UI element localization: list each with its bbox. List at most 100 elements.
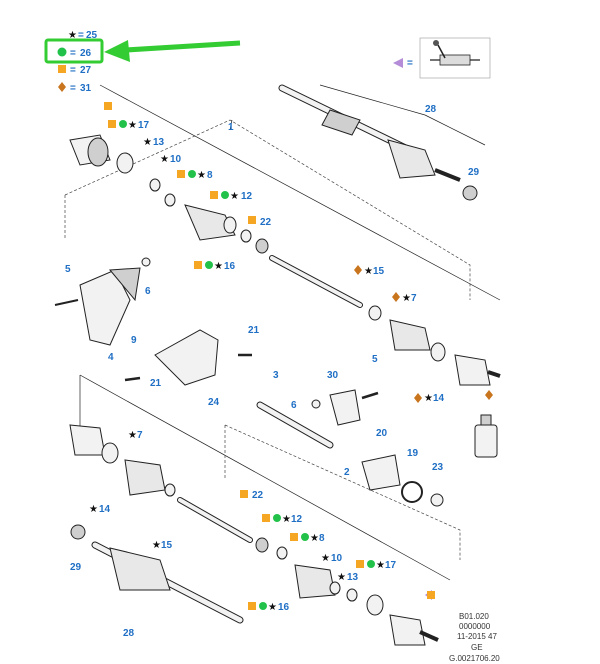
legend-star-25: ★ xyxy=(68,30,77,41)
grease-tube xyxy=(474,424,498,458)
ring-19 xyxy=(401,481,423,503)
label-20: 20 xyxy=(376,428,388,439)
label-5-upper: 5 xyxy=(65,264,71,275)
right-shaft-boot xyxy=(387,139,436,179)
svg-text:★: ★ xyxy=(424,393,433,404)
bearing-16-upper xyxy=(255,238,269,254)
caption-line-2: 0000000 xyxy=(459,622,491,631)
label-19: 19 xyxy=(407,448,419,459)
svg-text:★: ★ xyxy=(282,514,291,525)
nut-6-lower xyxy=(311,399,321,409)
label-8-upper: 8 xyxy=(207,170,213,181)
legend-equals-27: = xyxy=(70,65,76,76)
diamond-icon xyxy=(58,82,66,92)
legend: ★ = 25 = 26 = 27 = 31 xyxy=(44,30,241,94)
middle-parts xyxy=(256,389,498,458)
clamp-12-upper xyxy=(223,216,237,234)
label-10-lower: 10 xyxy=(331,553,343,564)
label-29-upper: 29 xyxy=(468,167,480,178)
clamp-15-upper xyxy=(368,305,382,321)
caption-line-4: GE xyxy=(471,643,483,652)
ring-10-upper xyxy=(164,193,176,207)
label-15-lower: 15 xyxy=(161,540,173,551)
label-10-upper: 10 xyxy=(170,154,182,165)
label-17-lower: 17 xyxy=(385,560,397,571)
grease-diamond-icon xyxy=(485,390,493,400)
legend-value-27: 27 xyxy=(80,65,92,76)
svg-text:★: ★ xyxy=(128,430,137,441)
svg-text:★: ★ xyxy=(310,533,319,544)
legend-value-31: 31 xyxy=(80,83,92,94)
legend-equals-31: = xyxy=(70,83,76,94)
svg-text:★: ★ xyxy=(89,504,98,515)
label-6-lower: 6 xyxy=(291,400,297,411)
label-28-upper: 28 xyxy=(425,104,437,115)
svg-text:★: ★ xyxy=(214,261,223,272)
circlip-13-upper xyxy=(149,178,161,192)
svg-text:★: ★ xyxy=(197,170,206,181)
inner-cv-joint-lower xyxy=(389,614,426,646)
label-21-a: 21 xyxy=(248,325,260,336)
label-23: 23 xyxy=(432,462,444,473)
label-9: 9 xyxy=(131,335,137,346)
boot-7-upper xyxy=(389,319,431,351)
highlight-box xyxy=(44,38,104,64)
svg-text:★: ★ xyxy=(128,120,137,131)
nut-29-lower xyxy=(70,524,86,540)
ring-10-lower xyxy=(329,581,341,595)
bearing-22-lower xyxy=(255,537,269,553)
svg-text:★: ★ xyxy=(337,572,346,583)
legend-equals-25: = xyxy=(78,30,84,41)
label-14-upper: 14 xyxy=(433,393,445,404)
nut-6-upper xyxy=(141,257,151,267)
green-arrowhead-icon xyxy=(104,40,130,62)
svg-text:★: ★ xyxy=(230,191,239,202)
boot-8-upper xyxy=(184,204,236,241)
label-13-upper: 13 xyxy=(153,137,165,148)
svg-text:★: ★ xyxy=(143,137,152,148)
label-28-lower: 28 xyxy=(123,628,135,639)
label-29-lower: 29 xyxy=(70,562,82,573)
svg-text:★: ★ xyxy=(364,266,373,277)
clamp-14-upper xyxy=(430,342,446,362)
clamp-15-lower xyxy=(164,483,176,497)
label-8-lower: 8 xyxy=(319,533,325,544)
upper-assembly xyxy=(64,84,501,386)
label-12-upper: 12 xyxy=(241,191,253,202)
boot-8-lower xyxy=(294,564,336,599)
diagram-caption: B01.020 0000000 11-2015 47 GE G.0021706.… xyxy=(449,612,500,663)
ring-22-upper xyxy=(240,229,252,243)
legend-value-26: 26 xyxy=(80,48,92,59)
svg-text:★: ★ xyxy=(376,560,385,571)
label-7-upper: 7 xyxy=(411,293,417,304)
label-12-lower: 12 xyxy=(291,514,303,525)
washer-23 xyxy=(430,493,444,507)
label-24: 24 xyxy=(208,397,220,408)
outer-cv-joint-face xyxy=(87,137,109,167)
label-2: 2 xyxy=(344,467,350,478)
part-labels: 1 ★ 17 ★ 13 ★ 10 ★ 8 ★ 12 22 ★ 16 ★ 15 ★… xyxy=(65,102,480,639)
legend-value-25: 25 xyxy=(86,30,98,41)
outer-cv-joint-lower xyxy=(69,424,106,456)
clamp-17-upper xyxy=(116,152,134,174)
label-4: 4 xyxy=(108,352,114,363)
green-arrow-icon xyxy=(125,40,241,53)
bracket-24 xyxy=(154,329,219,386)
bearing-housing-20 xyxy=(361,454,401,491)
svg-text:★: ★ xyxy=(160,154,169,165)
label-6-upper: 6 xyxy=(145,286,151,297)
lower-assembly xyxy=(69,374,461,646)
legend-equals-26: = xyxy=(70,48,76,59)
selector-equals: = xyxy=(407,58,413,69)
label-14-lower: 14 xyxy=(99,504,111,515)
bolt-21-b xyxy=(124,376,141,382)
bolt-5-upper xyxy=(54,299,79,306)
label-7-lower: 7 xyxy=(137,430,143,441)
orange-square-icon xyxy=(58,65,66,73)
label-1: 1 xyxy=(228,122,234,133)
clamp-12-lower xyxy=(276,546,288,560)
nut-29-upper xyxy=(462,185,478,201)
svg-text:★: ★ xyxy=(268,602,277,613)
